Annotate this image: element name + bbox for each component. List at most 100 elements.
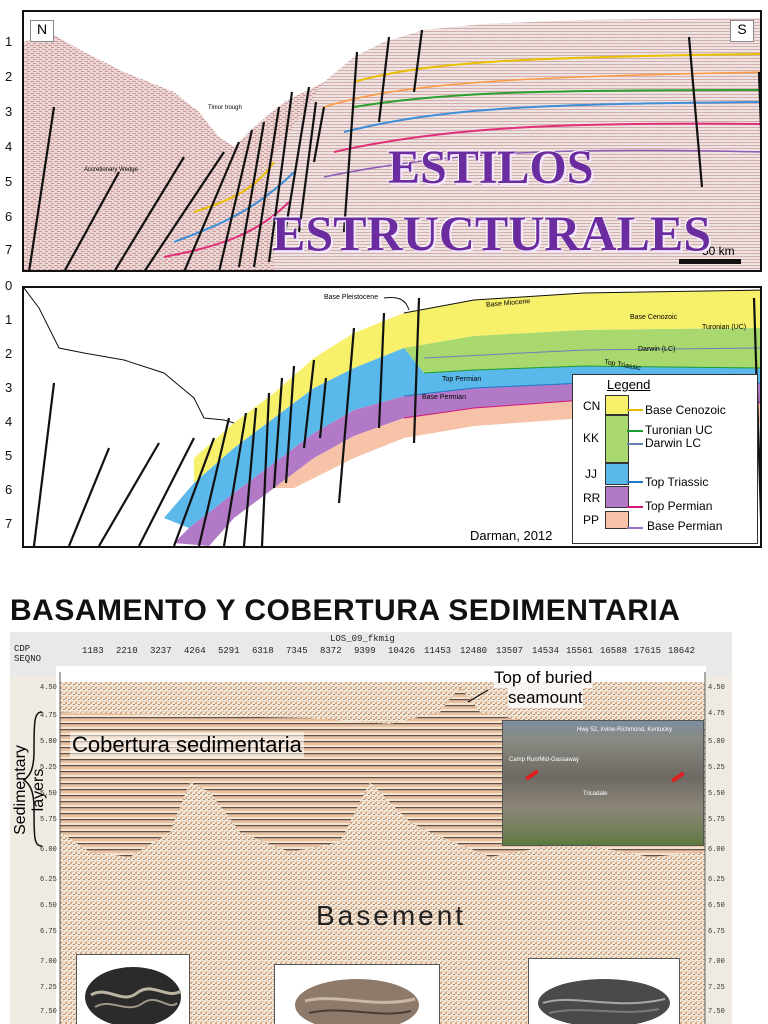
sedimentary-layers-label: Sedimentary layers	[12, 745, 47, 835]
south-label: S	[730, 20, 754, 42]
outcrop-caption-1: Hwy 52, Irvine-Richmond, Kentucky	[577, 727, 673, 733]
depth-tick: 0	[5, 278, 13, 293]
time-tick: 4.75	[40, 712, 57, 720]
cdp-tick: 8372	[320, 646, 342, 656]
time-tick: 6.50	[708, 902, 725, 910]
legend-title: Legend	[607, 377, 651, 392]
depth-tick: 5	[5, 174, 13, 189]
legend-code-cn: CN	[583, 399, 601, 413]
depth-tick: 1	[5, 312, 13, 327]
basement-seismic-figure: LOS_09_fkmig CDP SEQNO 1183 2210 3237 42…	[10, 632, 732, 1024]
cdp-tick: 12480	[460, 646, 488, 656]
time-tick: 4.50	[40, 684, 57, 692]
legend-swatch-kk	[605, 415, 629, 463]
cdp-tick: 15561	[566, 646, 594, 656]
cdp-tick: 3237	[150, 646, 172, 656]
depth-tick: 6	[5, 482, 13, 497]
time-tick: 7.00	[40, 958, 57, 966]
header-cdp: CDP	[14, 644, 31, 654]
rock-sample-photo	[76, 954, 190, 1024]
legend-swatch-pp	[605, 511, 629, 529]
legend-line-rr	[627, 506, 643, 508]
legend-swatch-jj	[605, 463, 629, 485]
depth-tick: 1	[5, 34, 13, 49]
header-seqno: SEQNO	[14, 654, 42, 664]
credit-text: Darman, 2012	[470, 528, 553, 543]
legend-line-darwin	[627, 443, 643, 445]
time-tick: 5.50	[708, 790, 725, 798]
trough-annotation: Timor trough	[208, 105, 242, 111]
depth-tick: 4	[5, 414, 13, 429]
legend-code-kk: KK	[583, 431, 600, 445]
time-tick: 5.00	[708, 738, 725, 746]
horizon-top-permian: Top Permian	[442, 376, 482, 383]
top-seismic-image	[24, 12, 760, 270]
seamount-label-line1: Top of buried	[494, 668, 593, 688]
depth-tick: 6	[5, 209, 13, 224]
time-tick: 6.25	[40, 876, 57, 884]
time-tick: 6.50	[40, 902, 57, 910]
cdp-tick: 7345	[286, 646, 308, 656]
depth-tick: 7	[5, 242, 13, 257]
rock-sample-photo	[528, 958, 680, 1024]
legend-code-jj: JJ	[585, 467, 597, 481]
top-seismic-panel: N S Timor trough Accretionary Wedge 50 k…	[22, 10, 762, 272]
horizon-turonian: Turonian (UC)	[702, 324, 747, 331]
title-estructurales: ESTRUCTURALES	[272, 205, 712, 261]
time-tick: 5.50	[40, 790, 57, 798]
schist-rock-image	[538, 979, 670, 1024]
gneiss-rock-image	[85, 967, 182, 1024]
interpretation-panel: Base Pleistocene Base Miocene Base Cenoz…	[22, 286, 762, 548]
outcrop-photo: Hwy 52, Irvine-Richmond, Kentucky Camp R…	[502, 720, 704, 846]
horizon-base-permian: Base Permian	[422, 394, 466, 401]
time-tick: 4.50	[708, 684, 725, 692]
time-tick: 7.50	[40, 1008, 57, 1016]
cdp-tick: 11453	[424, 646, 452, 656]
red-arrow-icon	[525, 769, 539, 781]
cdp-tick: 18642	[668, 646, 696, 656]
legend-line-cn	[627, 409, 643, 411]
legend-code-pp: PP	[583, 513, 600, 527]
line-name: LOS_09_fkmig	[330, 634, 395, 644]
red-arrow-icon	[671, 771, 685, 783]
time-tick: 5.25	[40, 764, 57, 772]
time-tick: 6.75	[708, 928, 725, 936]
cdp-tick: 9399	[354, 646, 376, 656]
cdp-tick: 17615	[634, 646, 662, 656]
north-label: N	[30, 20, 54, 42]
time-tick: 5.75	[708, 816, 725, 824]
time-tick: 5.75	[40, 816, 57, 824]
legend-code-rr: RR	[583, 491, 601, 505]
outcrop-caption-3: Tricadale	[583, 791, 608, 797]
legend-label-jj: Top Triassic	[645, 475, 709, 489]
cdp-tick: 10426	[388, 646, 416, 656]
legend: Legend CN Base Cenozoic KK Turonian UC D…	[572, 374, 758, 544]
time-tick: 7.25	[40, 984, 57, 992]
time-tick: 6.25	[708, 876, 725, 884]
time-tick: 7.50	[708, 1008, 725, 1016]
legend-label-pp: Base Permian	[647, 519, 723, 533]
depth-tick: 4	[5, 139, 13, 154]
horizon-base-pleistocene: Base Pleistocene	[324, 294, 379, 301]
outcrop-caption-2: Camp Run/Mid-Gassaway	[509, 757, 580, 763]
cdp-tick: 14534	[532, 646, 560, 656]
legend-label-turonian: Turonian UC	[645, 423, 713, 437]
time-tick: 7.25	[708, 984, 725, 992]
time-tick: 7.00	[708, 958, 725, 966]
cdp-tick: 4264	[184, 646, 206, 656]
depth-tick: 3	[5, 380, 13, 395]
scale-label: 50 km	[702, 244, 735, 258]
cdp-tick: 16588	[600, 646, 628, 656]
time-tick: 5.00	[40, 738, 57, 746]
legend-label-cn: Base Cenozoic	[645, 403, 726, 417]
cdp-tick: 13507	[496, 646, 524, 656]
horizon-darwin: Darwin (LC)	[638, 346, 676, 353]
cobertura-label: Cobertura sedimentaria	[70, 732, 304, 758]
basement-label: Basement	[316, 900, 467, 931]
cdp-tick: 5291	[218, 646, 240, 656]
rock-sample-photo	[274, 964, 440, 1024]
legend-label-darwin: Darwin LC	[645, 436, 702, 450]
depth-tick: 5	[5, 448, 13, 463]
legend-line-jj	[627, 481, 643, 483]
cdp-tick: 2210	[116, 646, 138, 656]
